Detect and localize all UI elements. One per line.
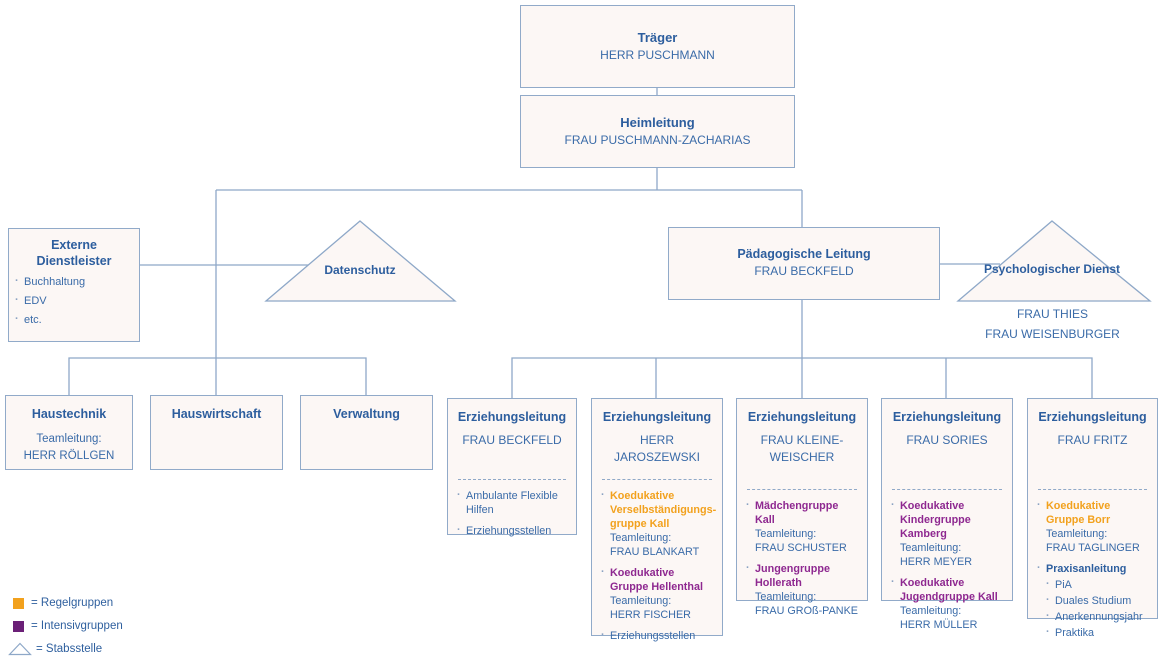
- psychologischer-dienst-triangle: [956, 220, 1152, 302]
- dashed-divider: [892, 489, 1002, 490]
- paedagogische-leitung-name: FRAU BECKFELD: [754, 264, 854, 279]
- legend-row-regelgruppen: = Regelgruppen: [8, 595, 123, 611]
- hauswirtschaft-title: Hauswirtschaft: [171, 407, 262, 421]
- legend-row-stabsstelle: = Stabsstelle: [8, 641, 123, 657]
- legend: = Regelgruppen = Intensivgruppen = Stabs…: [8, 595, 123, 663]
- traeger-name: HERR PUSCHMANN: [600, 47, 715, 62]
- dashed-divider: [1038, 489, 1147, 490]
- haustechnik-team: Teamleitung: HERR RÖLLGEN: [6, 431, 132, 464]
- haustechnik-box: Haustechnik Teamleitung: HERR RÖLLGEN: [5, 395, 133, 470]
- erziehungsleitung-box-fritz: Erziehungsleitung FRAU FRITZ Koedukative…: [1027, 398, 1158, 639]
- group-entry: Mädchengruppe Kall Teamleitung: FRAU SCH…: [745, 498, 859, 555]
- team-label: Teamleitung:: [1046, 528, 1108, 541]
- team-name: FRAU SCHUSTER: [755, 542, 847, 555]
- erziehungsleitung-box-jaroszewski: Erziehungsleitung HERR JAROSZEWSKI Koedu…: [591, 398, 723, 642]
- sub-item: Praktika: [1046, 625, 1149, 640]
- group-entry: Koedukative Jugendgruppe Kall Teamleitun…: [890, 575, 1004, 632]
- box-name: FRAU SORIES: [906, 432, 988, 447]
- team-name: FRAU GROß-PANKE: [755, 605, 858, 618]
- verwaltung-title: Verwaltung: [333, 407, 400, 421]
- group-entry: Ambulante Flexible Hilfen: [456, 488, 568, 517]
- externe-dienstleister-box: Externe Dienstleister Buchhaltung EDV et…: [8, 228, 140, 342]
- group-entry: Koedukative Verselbständigungs-gruppe Ka…: [600, 488, 716, 559]
- externe-dienstleister-title: Externe Dienstleister: [36, 238, 112, 269]
- box-title: Erziehungsleitung: [1038, 410, 1147, 424]
- erziehungsleitung-box-kleine-weischer: Erziehungsleitung FRAU KLEINE-WEISCHER M…: [736, 398, 868, 617]
- erziehungsleitung-box-sories: Erziehungsleitung FRAU SORIES Koedukativ…: [881, 398, 1013, 631]
- group-entry: Erziehungsstellen: [600, 628, 714, 643]
- box-title: Erziehungsleitung: [747, 410, 857, 424]
- team-label: Teamleitung:: [755, 591, 817, 604]
- regelgruppen-square-icon: [13, 597, 24, 609]
- team-name: HERR RÖLLGEN: [23, 449, 115, 462]
- dashed-divider: [747, 489, 857, 490]
- sub-item: PiA: [1046, 577, 1149, 592]
- box-title: Erziehungsleitung: [457, 410, 567, 424]
- sub-item: Anerkennungsjahr: [1046, 609, 1149, 624]
- team-label: Teamleitung:: [900, 542, 962, 555]
- box-title: Erziehungsleitung: [602, 410, 712, 424]
- heimleitung-name: FRAU PUSCHMANN-ZACHARIAS: [564, 132, 751, 147]
- stabsstelle-triangle-icon: [8, 642, 32, 656]
- group-entry: Koedukative Kindergruppe Kamberg Teamlei…: [890, 498, 1004, 569]
- hauswirtschaft-box: Hauswirtschaft: [150, 395, 283, 470]
- traeger-title: Träger: [637, 30, 678, 46]
- box-name: HERR JAROSZEWSKI: [613, 432, 700, 465]
- legend-label: = Intensivgruppen: [31, 620, 123, 632]
- team-label: Teamleitung:: [900, 605, 962, 618]
- heimleitung-box: Heimleitung FRAU PUSCHMANN-ZACHARIAS: [520, 95, 795, 168]
- team-name: HERR MEYER: [900, 556, 972, 569]
- verwaltung-box: Verwaltung: [300, 395, 433, 470]
- intensivgruppen-square-icon: [13, 620, 24, 632]
- team-label: Teamleitung:: [36, 432, 102, 445]
- group-entry: Koedukative Gruppe Hellenthal Teamleitun…: [600, 565, 714, 622]
- haustechnik-title: Haustechnik: [31, 407, 107, 421]
- datenschutz-triangle: [264, 220, 457, 302]
- psychologischer-dienst-names: FRAU THIES FRAU WEISENBURGER: [940, 305, 1165, 345]
- legend-row-intensivgruppen: = Intensivgruppen: [8, 618, 123, 634]
- team-label: Teamleitung:: [610, 532, 672, 545]
- team-name: HERR MÜLLER: [900, 619, 978, 632]
- group-entry: Jungengruppe Hollerath Teamleitung: FRAU…: [745, 561, 859, 618]
- box-name: FRAU FRITZ: [1057, 432, 1128, 447]
- sub-item: Duales Studium: [1046, 593, 1149, 608]
- psych-name: FRAU WEISENBURGER: [985, 326, 1120, 341]
- list-item: etc.: [15, 313, 135, 326]
- psych-name: FRAU THIES: [1016, 307, 1089, 321]
- legend-label: = Regelgruppen: [31, 597, 114, 609]
- list-item: Buchhaltung: [15, 275, 135, 288]
- group-entry: Erziehungsstellen: [456, 523, 568, 538]
- dashed-divider: [602, 479, 712, 480]
- traeger-box: Träger HERR PUSCHMANN: [520, 5, 795, 88]
- group-entry: Koedukative Gruppe Borr Teamleitung: FRA…: [1036, 498, 1149, 555]
- list-item: EDV: [15, 294, 135, 307]
- team-name: FRAU BLANKART: [610, 546, 700, 559]
- box-name: FRAU KLEINE-WEISCHER: [760, 432, 844, 465]
- datenschutz-label: Datenschutz: [324, 263, 396, 277]
- externe-dienstleister-items: Buchhaltung EDV etc.: [15, 275, 135, 326]
- team-label: Teamleitung:: [755, 528, 817, 541]
- box-title: Erziehungsleitung: [892, 410, 1002, 424]
- team-name: FRAU TAGLINGER: [1046, 542, 1140, 555]
- dashed-divider: [458, 479, 566, 480]
- psychologischer-dienst-label: Psychologischer Dienst: [983, 262, 1121, 276]
- legend-label: = Stabsstelle: [36, 643, 103, 655]
- box-name: FRAU BECKFELD: [462, 432, 562, 447]
- erziehungsleitung-box-beckfeld: Erziehungsleitung FRAU BECKFELD Ambulant…: [447, 398, 577, 538]
- paedagogische-leitung-box: Pädagogische Leitung FRAU BECKFELD: [668, 227, 940, 300]
- paedagogische-leitung-title: Pädagogische Leitung: [737, 247, 871, 262]
- group-entry: Praxisanleitung PiA Duales Studium Anerk…: [1036, 561, 1149, 640]
- heimleitung-title: Heimleitung: [620, 115, 695, 131]
- team-label: Teamleitung:: [610, 595, 672, 608]
- team-name: HERR FISCHER: [610, 609, 691, 622]
